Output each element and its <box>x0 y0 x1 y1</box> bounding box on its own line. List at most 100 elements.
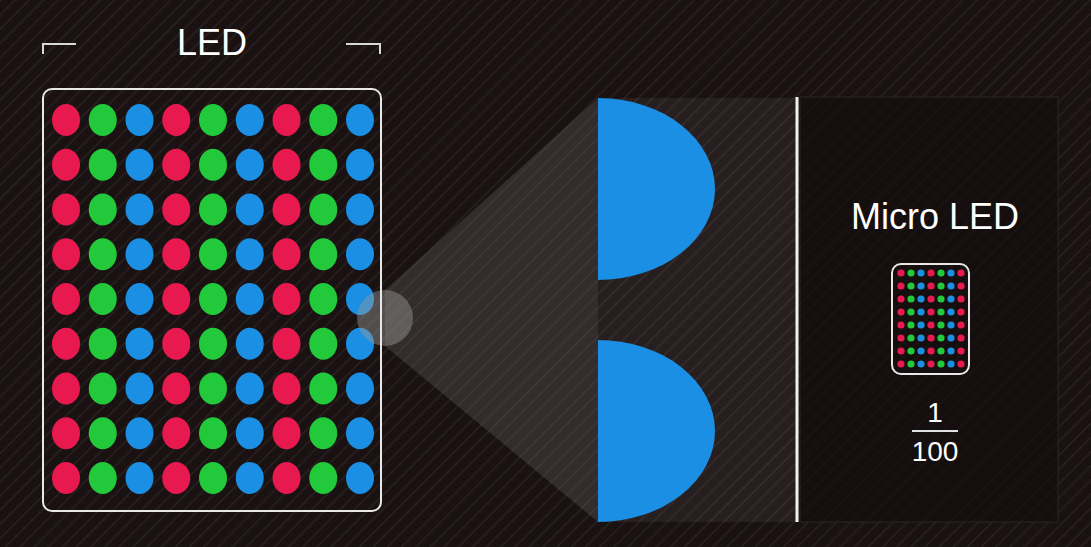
micro-led-dot <box>907 282 914 289</box>
led-dot <box>346 149 374 181</box>
micro-led-dot <box>897 295 904 302</box>
zoomed-led-dots <box>598 98 715 522</box>
micro-led-dot <box>917 308 924 315</box>
micro-led-dot <box>917 347 924 354</box>
led-dot <box>162 328 190 360</box>
micro-led-dot <box>947 334 954 341</box>
led-dot <box>199 283 227 315</box>
led-dot <box>309 104 337 136</box>
led-dot <box>126 238 154 270</box>
led-dot <box>199 373 227 405</box>
led-dot <box>52 194 80 226</box>
micro-led-dot <box>947 360 954 367</box>
micro-led-dot <box>907 347 914 354</box>
led-dot <box>52 462 80 494</box>
led-dot <box>52 238 80 270</box>
zoom-panel <box>598 98 797 522</box>
micro-led-dot-grid <box>897 269 964 367</box>
led-dot <box>273 373 301 405</box>
led-dot <box>89 462 117 494</box>
micro-led-dot <box>897 321 904 328</box>
fraction-bar <box>912 430 958 432</box>
micro-led-dot <box>897 269 904 276</box>
led-dot <box>162 149 190 181</box>
led-dot <box>309 462 337 494</box>
led-dot <box>236 373 264 405</box>
led-dot <box>273 417 301 449</box>
led-dot <box>52 283 80 315</box>
micro-led-dot <box>957 269 964 276</box>
right-panel <box>800 97 1058 522</box>
led-dot <box>89 238 117 270</box>
micro-led-dot <box>917 282 924 289</box>
led-dot <box>126 149 154 181</box>
led-dot <box>346 373 374 405</box>
micro-led-dot <box>897 360 904 367</box>
led-dot <box>126 462 154 494</box>
led-dot <box>162 417 190 449</box>
micro-led-dot <box>957 334 964 341</box>
micro-led-dot <box>907 308 914 315</box>
micro-led-dot <box>937 347 944 354</box>
magnifier-circle <box>357 290 413 346</box>
led-dot <box>236 104 264 136</box>
led-dot <box>162 238 190 270</box>
micro-led-dot <box>917 360 924 367</box>
micro-led-dot <box>907 321 914 328</box>
panel-heading: LED <box>42 22 382 64</box>
led-dot <box>309 328 337 360</box>
micro-led-dot <box>917 334 924 341</box>
micro-led-dot <box>937 269 944 276</box>
led-dot <box>52 373 80 405</box>
micro-led-dot <box>907 360 914 367</box>
led-dot <box>52 417 80 449</box>
led-dot <box>126 417 154 449</box>
micro-led-dot <box>947 308 954 315</box>
led-dot <box>199 462 227 494</box>
micro-led-dot <box>937 334 944 341</box>
panel-heading: Micro LED <box>830 196 1040 238</box>
micro-led-dot <box>917 295 924 302</box>
micro-led-dot <box>947 282 954 289</box>
micro-led-dot <box>907 295 914 302</box>
led-dot <box>89 149 117 181</box>
micro-led-dot <box>927 295 934 302</box>
led-dot <box>309 283 337 315</box>
magnifier-beam <box>385 98 598 522</box>
led-dot <box>309 238 337 270</box>
led-dot <box>126 328 154 360</box>
divider-line <box>796 97 799 522</box>
micro-led-dot <box>907 334 914 341</box>
micro-led-dot <box>927 321 934 328</box>
micro-led-dot <box>927 282 934 289</box>
led-panel: LED <box>42 22 382 512</box>
panel-outline <box>891 263 970 375</box>
micro-led-dot <box>957 308 964 315</box>
led-dot <box>309 149 337 181</box>
micro-led-dot <box>927 334 934 341</box>
panel-outline <box>42 88 382 512</box>
led-dot <box>52 149 80 181</box>
led-dot <box>126 283 154 315</box>
led-dot <box>273 283 301 315</box>
led-dot-grid <box>52 104 374 494</box>
micro-led-dot <box>937 295 944 302</box>
led-dot <box>162 194 190 226</box>
led-dot <box>273 462 301 494</box>
micro-led-dot <box>907 269 914 276</box>
led-dot <box>346 104 374 136</box>
led-dot <box>162 283 190 315</box>
led-dot <box>126 194 154 226</box>
led-dot <box>89 373 117 405</box>
micro-led-dot <box>937 308 944 315</box>
micro-led-dot <box>927 360 934 367</box>
led-dot <box>346 462 374 494</box>
led-dot <box>309 194 337 226</box>
led-dot <box>346 238 374 270</box>
micro-led-dot <box>917 321 924 328</box>
led-dot <box>162 462 190 494</box>
led-dot <box>89 104 117 136</box>
micro-led-dot <box>957 321 964 328</box>
led-dot <box>273 104 301 136</box>
